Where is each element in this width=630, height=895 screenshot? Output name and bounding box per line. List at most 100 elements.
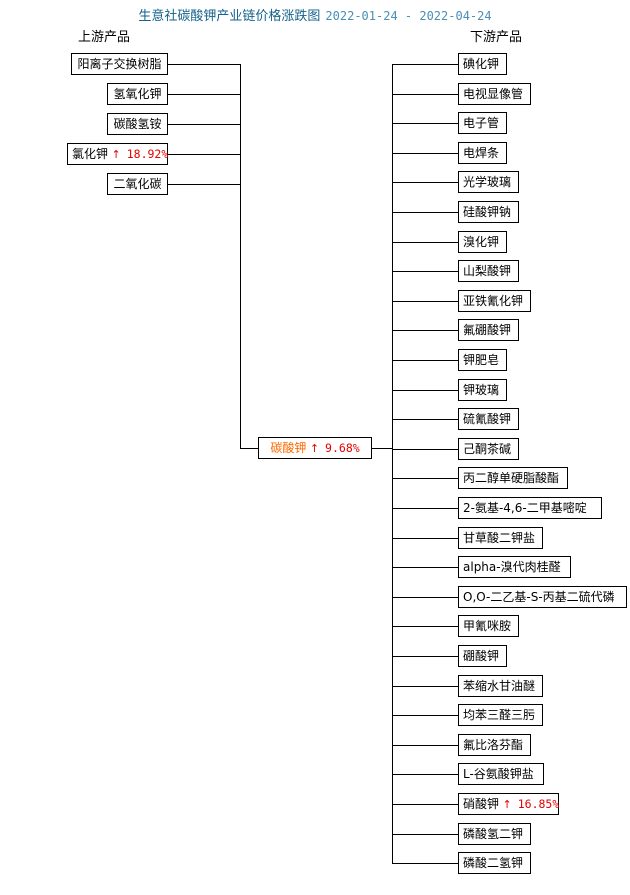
connector-line [392,715,458,716]
chart-title: 生意社碳酸钾产业链价格涨跌图 2022-01-24 - 2022-04-24 [0,8,630,24]
product-label: 亚铁氰化钾 [463,294,524,308]
connector-line [392,774,458,775]
product-label: 电视显像管 [463,87,524,101]
connector-line [392,745,458,746]
product-label: 硼酸钾 [463,649,500,663]
product-label: 碘化钾 [463,57,500,71]
product-label: O,O-二乙基-S-丙基二硫代磷 [463,590,615,604]
connector-line [392,301,458,302]
connector-line [392,478,458,479]
product-node[interactable]: 硝酸钾 ↑16.85% [458,793,559,815]
product-label: 二氧化碳 [113,177,162,191]
product-label: 电焊条 [463,146,500,160]
product-label: L-谷氨酸钾盐 [463,767,534,781]
connector-line [392,626,458,627]
product-node[interactable]: 均苯三醛三肟 [458,704,543,726]
connector-line [392,656,458,657]
product-node[interactable]: 氟硼酸钾 [458,319,519,341]
connector-line [392,153,458,154]
product-label: 磷酸二氢钾 [463,856,524,870]
connector-line [392,419,458,420]
product-node[interactable]: 电视显像管 [458,83,531,105]
connector-line [392,242,458,243]
connector-line [168,124,240,125]
product-node[interactable]: 2-氨基-4,6-二甲基嘧啶 [458,497,602,519]
price-change-pct: 18.92% [126,147,169,161]
product-node[interactable]: 甲氰咪胺 [458,615,519,637]
product-node[interactable]: 氯化钾 ↑ 18.92% [67,143,168,165]
product-label: 己酮茶碱 [463,442,512,456]
product-label: alpha-溴代肉桂醛 [463,560,561,574]
product-node[interactable]: 电焊条 [458,142,507,164]
connector-line [240,448,258,449]
product-node[interactable]: 苯缩水甘油醚 [458,675,543,697]
product-label: 苯缩水甘油醚 [463,679,536,693]
product-label: 甲氰咪胺 [463,619,512,633]
connector-line [392,390,458,391]
connector-line [392,567,458,568]
product-label: 溴化钾 [463,235,500,249]
connector-line [168,184,240,185]
product-node[interactable]: 磷酸氢二钾 [458,823,531,845]
connector-line [168,64,240,65]
product-label: 阳离子交换树脂 [77,57,162,71]
product-node[interactable]: 氢氧化钾 [107,83,168,105]
product-node[interactable]: 阳离子交换树脂 [71,53,168,75]
price-change-pct: 9.68% [325,441,360,455]
connector-line [392,64,458,65]
product-label: 氟硼酸钾 [463,323,512,337]
product-label: 硅酸钾钠 [463,205,512,219]
chart-date-range: 2022-01-24 - 2022-04-24 [325,9,492,23]
product-label: 甘草酸二钾盐 [463,531,536,545]
product-label: 钾肥皂 [463,353,500,367]
connector-line [392,64,393,863]
product-label: 光学玻璃 [463,175,512,189]
connector-line [168,154,240,155]
product-node[interactable]: 溴化钾 [458,231,507,253]
product-node[interactable]: 电子管 [458,112,507,134]
connector-line [392,212,458,213]
product-label: 山梨酸钾 [463,264,512,278]
connector-line [392,538,458,539]
upstream-column-header: 上游产品 [78,30,131,45]
product-node[interactable]: 硫氰酸钾 [458,408,519,430]
product-node[interactable]: 钾肥皂 [458,349,507,371]
connector-line [392,360,458,361]
product-label: 硝酸钾 [463,797,500,811]
product-node[interactable]: 磷酸二氢钾 [458,852,531,874]
product-label: 氯化钾 [72,147,109,161]
product-label: 氟比洛芬酯 [463,738,524,752]
product-label: 碳酸钾 [270,441,307,455]
connector-line [392,123,458,124]
product-label: 丙二醇单硬脂酸酯 [463,471,560,485]
product-node[interactable]: 碳酸钾 ↑9.68% [258,437,372,459]
product-node[interactable]: 山梨酸钾 [458,260,519,282]
product-node[interactable]: 碳酸氢铵 [107,113,168,135]
product-node[interactable]: O,O-二乙基-S-丙基二硫代磷 [458,586,627,608]
product-node[interactable]: 硅酸钾钠 [458,201,519,223]
product-node[interactable]: 光学玻璃 [458,171,519,193]
trend-up-icon: ↑ [108,148,121,161]
product-label: 硫氰酸钾 [463,412,512,426]
product-node[interactable]: 硼酸钾 [458,645,507,667]
connector-line [392,94,458,95]
chart-title-text: 生意社碳酸钾产业链价格涨跌图 [138,9,321,24]
product-node[interactable]: L-谷氨酸钾盐 [458,763,544,785]
product-node[interactable]: 丙二醇单硬脂酸酯 [458,467,568,489]
connector-line [392,182,458,183]
product-label: 2-氨基-4,6-二甲基嘧啶 [463,501,587,515]
connector-line [240,64,241,448]
product-node[interactable]: 己酮茶碱 [458,438,519,460]
product-node[interactable]: 亚铁氰化钾 [458,290,531,312]
product-node[interactable]: 碘化钾 [458,53,507,75]
product-node[interactable]: 钾玻璃 [458,379,507,401]
product-node[interactable]: 二氧化碳 [107,173,168,195]
connector-line [372,448,392,449]
product-node[interactable]: 甘草酸二钾盐 [458,527,543,549]
connector-line [392,330,458,331]
connector-line [392,834,458,835]
product-node[interactable]: alpha-溴代肉桂醛 [458,556,571,578]
product-label: 氢氧化钾 [113,87,162,101]
product-node[interactable]: 氟比洛芬酯 [458,734,531,756]
